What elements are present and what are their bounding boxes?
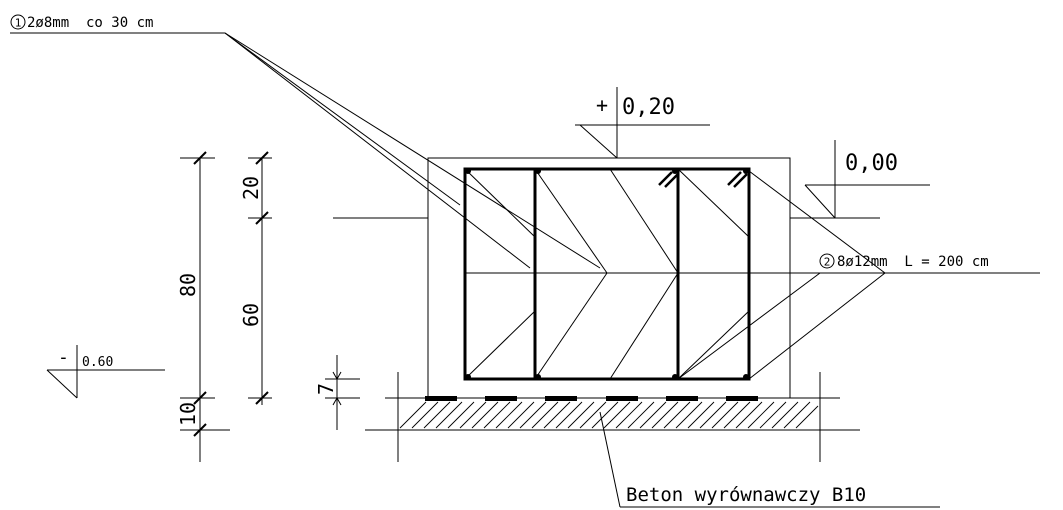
bar-dot [535, 374, 541, 380]
bar-dot [465, 168, 471, 174]
diagonal [677, 310, 750, 380]
arrow-down [332, 371, 342, 381]
tick [255, 211, 269, 225]
main-bar-spec: 8ø12mm L = 200 cm [837, 254, 989, 270]
stirrup-mark: 1 [15, 17, 22, 30]
top-level-marker: + 0,20 [575, 87, 710, 159]
blinding-label: Beton wyrównawczy B10 [626, 484, 866, 506]
bar-dot [535, 168, 541, 174]
bar-dot [465, 374, 471, 380]
top-level-value: 0,20 [622, 95, 675, 120]
spacer-block [666, 396, 698, 401]
top-level-triangle-side [579, 124, 618, 159]
bar-dot [672, 168, 678, 174]
stirrup-spec: 2ø8mm co 30 cm [27, 15, 153, 31]
spacer-block [606, 396, 638, 401]
stirrup-leader-1 [224, 32, 461, 206]
hook-mark [658, 171, 679, 188]
dimension-chain-parts: 20 60 [239, 151, 272, 405]
blinding-hatch [399, 401, 819, 429]
tick [193, 151, 207, 165]
stirrup-leader-3 [224, 32, 601, 269]
dim-text-10: 10 [176, 402, 200, 426]
bar-dot [672, 374, 678, 380]
spacer-block [726, 396, 758, 401]
bottom-level-value: 0.60 [82, 355, 113, 370]
blinding-leader [599, 411, 621, 508]
reinforcement-cage [463, 167, 751, 381]
bar-dot [743, 374, 749, 380]
bottom-level-sign: - [58, 347, 69, 368]
diagonal [609, 168, 679, 274]
diagonal [534, 272, 608, 380]
dim-text-7: 7 [314, 383, 338, 395]
tick [193, 423, 207, 437]
diagonal [464, 168, 536, 238]
ground-level-triangle-side [804, 184, 836, 219]
spacer-block [425, 396, 457, 401]
diagonal [534, 168, 608, 274]
tick [255, 151, 269, 165]
blinding-layer: Beton wyrównawczy B10 [365, 372, 940, 508]
arrow-up [332, 396, 342, 406]
main-bar-callout: 2 8ø12mm L = 200 cm [600, 170, 1040, 380]
stirrup-leader-2 [224, 32, 531, 269]
ground-level-value: 0,00 [845, 151, 898, 176]
ground-level-marker: 0,00 [333, 140, 930, 219]
main-bar-mark-circle [819, 253, 835, 269]
dim-text-60: 60 [239, 303, 263, 327]
main-bar-leader [748, 272, 886, 380]
top-level-sign: + [596, 93, 608, 117]
diagonal [677, 168, 750, 238]
tick [255, 391, 269, 405]
dimension-bar-cover: 7 [314, 355, 360, 430]
bar-dot [743, 168, 749, 174]
spacer-block [545, 396, 577, 401]
spacer-block [485, 396, 517, 401]
dimension-chain-total: 80 [176, 151, 215, 405]
bottom-level-marker: - 0.60 [46, 345, 165, 399]
main-bar-leader [677, 272, 821, 380]
main-bar-mark: 2 [824, 256, 831, 269]
hook-mark [727, 171, 748, 188]
diagonal [609, 272, 679, 380]
stirrup-outer [463, 167, 751, 381]
dim-text-80: 80 [176, 273, 200, 297]
stirrup-callout: 1 2ø8mm co 30 cm [10, 14, 601, 269]
stirrup-mark-circle [10, 14, 26, 30]
dim-text-20: 20 [239, 176, 263, 200]
diagonal [464, 310, 536, 380]
dimension-blinding: 10 [176, 398, 230, 462]
bottom-level-triangle-side [46, 369, 78, 399]
main-bar-leader [748, 170, 886, 274]
